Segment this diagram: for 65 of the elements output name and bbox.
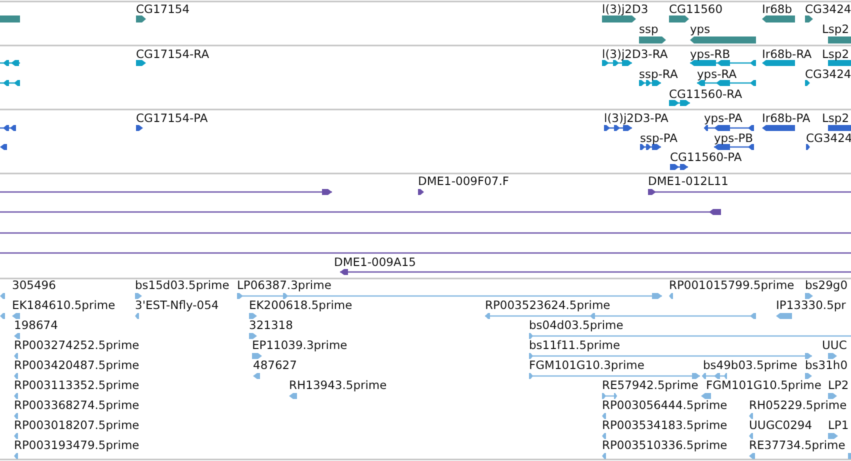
feature-label: LP2 — [828, 378, 849, 392]
feature-label: EK184610.5prime — [12, 298, 116, 312]
feature-label: yps-RB — [690, 47, 730, 61]
feature-label: Ir68b — [762, 2, 792, 16]
feature-label: bs04d03.5prime — [529, 318, 624, 332]
feature-label: RP003056444.5prime — [602, 398, 728, 412]
feature-label: 487627 — [253, 358, 297, 372]
feature-label: LP1 — [828, 418, 849, 432]
feature-label: bs29g0 — [805, 278, 848, 292]
feature-label: RP003113352.5prime — [14, 378, 140, 392]
feature-label: RE57942.5prime — [602, 378, 698, 392]
feature-label: bs15d03.5prime — [135, 278, 230, 292]
feature-label: bs31h0 — [805, 358, 848, 372]
feature-label: RP003534183.5prime — [602, 418, 728, 432]
feature-label: CG17154-RA — [136, 47, 210, 61]
feature-label: bs49b03.5prime — [703, 358, 798, 372]
feature-label: CG11560 — [669, 2, 723, 16]
feature-label: 198674 — [14, 318, 58, 332]
feature-label: l(3)j2D3-RA — [602, 47, 668, 61]
feature-label: RH13943.5prime — [289, 378, 387, 392]
feature-label: CG11560-PA — [670, 150, 742, 164]
feature-label: l(3)j2D3 — [602, 2, 648, 16]
feature-label: RP003523624.5prime — [485, 298, 610, 312]
feature-label: UUGC0294 — [749, 418, 812, 432]
feature-label: RP003368274.5prime — [14, 398, 140, 412]
feature-label: IP13330.5pr — [776, 298, 846, 312]
feature-label: 321318 — [249, 318, 293, 332]
feature-label: CG3424 — [805, 2, 851, 16]
feature-label: FGM101G10.5prime — [706, 378, 822, 392]
feature-label: Ir68b-RA — [762, 47, 812, 61]
feature-label: yps-PB — [714, 131, 754, 145]
feature-label: DME1-012L11 — [648, 174, 728, 188]
feature-label: LP06387.3prime — [237, 278, 332, 292]
feature-label: RH05229.5prime — [749, 398, 847, 412]
feature-label: CG17154 — [136, 2, 190, 16]
feature-label: RP003018207.5prime — [14, 418, 140, 432]
feature-label: CG11560-RA — [669, 87, 742, 101]
feature-label: Lsp2 — [822, 47, 850, 61]
feature-label: RP001015799.5prime — [669, 278, 794, 292]
feature-label: yps-PA — [704, 111, 742, 125]
feature-label: Ir68b-PA — [762, 111, 810, 125]
feature-label: l(3)j2D3-PA — [604, 111, 668, 125]
feature-label: Lsp2 — [822, 22, 850, 36]
feature-label: bs11f11.5prime — [529, 338, 620, 352]
feature-label: ssp-RA — [639, 67, 678, 81]
feature-label: CG3424 — [805, 67, 851, 81]
feature-label: ssp — [639, 22, 658, 36]
feature-label: RP003274252.5prime — [14, 338, 140, 352]
feature-label: DME1-009A15 — [334, 255, 416, 269]
feature-label: DME1-009F07.F — [418, 174, 509, 188]
feature-label: CG17154-PA — [136, 111, 208, 125]
feature-label: yps-RA — [697, 67, 737, 81]
feature-label: ssp-PA — [640, 131, 678, 145]
feature-label: 3'EST-Nfly-054 — [135, 298, 219, 312]
feature-label: RE37734.5prime — [749, 438, 846, 452]
feature-label: EK200618.5prime — [249, 298, 352, 312]
feature-label: yps — [690, 22, 710, 36]
feature-label: RP003193479.5prime — [14, 438, 140, 452]
feature-label: FGM101G10.3prime — [529, 358, 644, 372]
feature-label: RP003510336.5prime — [602, 438, 728, 452]
feature-label: Lsp2 — [822, 111, 850, 125]
feature-label: EP11039.3prime — [252, 338, 348, 352]
feature-label: UUC — [822, 338, 847, 352]
feature-label: 305496 — [12, 278, 56, 292]
feature-label: RP003420487.5prime — [14, 358, 140, 372]
